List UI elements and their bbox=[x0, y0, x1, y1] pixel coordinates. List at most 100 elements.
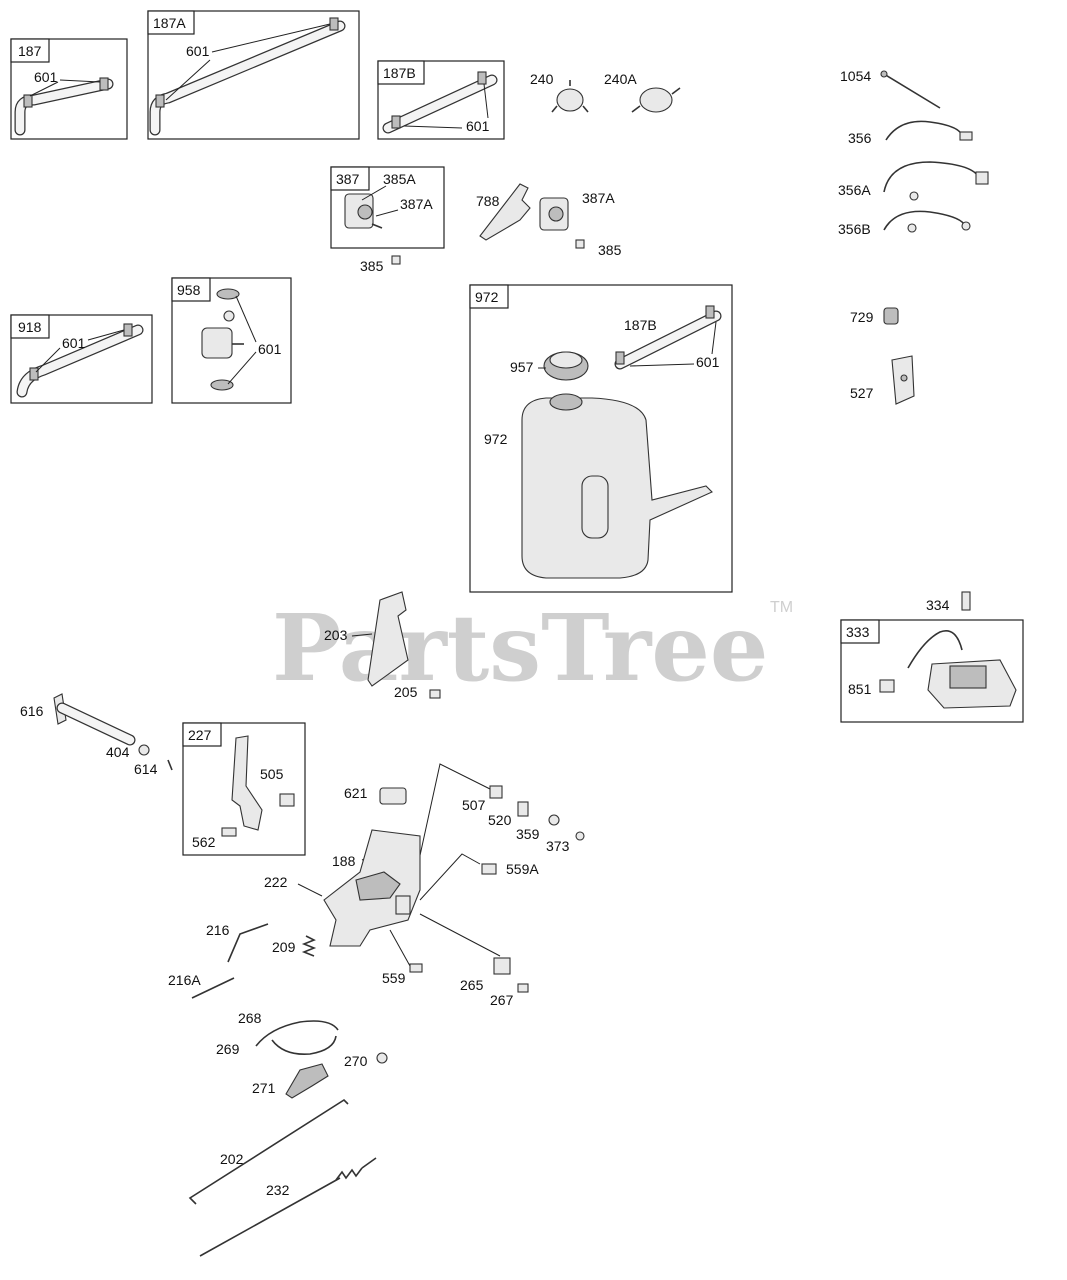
clamp-icon bbox=[210, 379, 234, 391]
screw-385b: 385 bbox=[575, 239, 622, 258]
lever-271: 271 bbox=[252, 1063, 329, 1099]
screw-icon bbox=[961, 591, 971, 611]
bracket-203: 203 bbox=[324, 591, 409, 687]
svg-text:240A: 240A bbox=[604, 71, 637, 87]
washer-404: 404 bbox=[106, 744, 150, 760]
bracket-icon bbox=[517, 801, 529, 817]
screw-icon bbox=[409, 963, 423, 973]
clip-icon bbox=[883, 307, 899, 325]
svg-text:614: 614 bbox=[134, 761, 158, 777]
bracket-icon bbox=[479, 183, 531, 241]
box-187A-tab bbox=[147, 10, 195, 35]
label-387: 387 bbox=[336, 171, 360, 187]
part-507: 507 bbox=[462, 785, 503, 813]
svg-text:216A: 216A bbox=[168, 972, 201, 988]
box-918-tab bbox=[10, 314, 50, 339]
svg-text:616: 616 bbox=[20, 703, 44, 719]
box-958 bbox=[171, 277, 292, 404]
box-958-tab bbox=[171, 277, 211, 302]
fuel-tank-icon bbox=[521, 397, 713, 579]
svg-text:188: 188 bbox=[332, 853, 356, 869]
watermark-text: PartsTree bbox=[272, 594, 768, 702]
nut-icon bbox=[376, 1052, 388, 1064]
shaft-616: 616 bbox=[20, 693, 136, 746]
clamp-icon bbox=[29, 367, 39, 381]
box-187B bbox=[377, 60, 505, 140]
svg-text:216: 216 bbox=[206, 922, 230, 938]
screw-icon bbox=[391, 255, 401, 265]
screw-559: 559 bbox=[382, 929, 423, 986]
part-559A: 559A bbox=[481, 861, 539, 877]
nut-icon bbox=[279, 793, 295, 807]
label-918-601: 601 bbox=[62, 335, 86, 351]
washer-icon bbox=[138, 744, 150, 756]
part-359: 359 bbox=[516, 814, 560, 842]
rod-216: 216 bbox=[206, 922, 269, 963]
clamp-icon bbox=[216, 288, 240, 300]
control-plate-222: 222 bbox=[264, 829, 421, 947]
svg-text:270: 270 bbox=[344, 1053, 368, 1069]
spring-icon bbox=[301, 935, 317, 957]
rod-icon bbox=[191, 977, 235, 999]
group-227: 227 505 562 bbox=[182, 722, 306, 856]
screw-icon bbox=[429, 689, 441, 699]
wire-icon bbox=[883, 161, 979, 193]
svg-text:356B: 356B bbox=[838, 221, 871, 237]
screw-267: 267 bbox=[490, 983, 529, 1008]
washer-icon bbox=[548, 814, 560, 826]
group-187: 187 601 bbox=[10, 38, 128, 140]
svg-text:205: 205 bbox=[394, 684, 418, 700]
box-187B-tab bbox=[377, 60, 425, 85]
label-972-601: 601 bbox=[696, 354, 720, 370]
box-227-tab bbox=[182, 722, 222, 747]
svg-text:222: 222 bbox=[264, 874, 288, 890]
screw-385a: 385 bbox=[360, 255, 401, 274]
box-187A bbox=[147, 10, 360, 140]
label-387-385A: 385A bbox=[383, 171, 416, 187]
rod-216A: 216A bbox=[168, 972, 235, 999]
clamp-icon bbox=[477, 71, 487, 85]
clamp-icon bbox=[391, 115, 401, 129]
label-187-601: 601 bbox=[34, 69, 58, 85]
label-187: 187 bbox=[18, 43, 42, 59]
svg-text:203: 203 bbox=[324, 627, 348, 643]
group-972: 972 187B 601 957 972 bbox=[469, 284, 733, 593]
svg-text:385: 385 bbox=[360, 258, 384, 274]
svg-text:788: 788 bbox=[476, 193, 500, 209]
box-387 bbox=[330, 166, 445, 249]
svg-text:373: 373 bbox=[546, 838, 570, 854]
clamp-icon bbox=[23, 94, 33, 108]
screw-icon bbox=[489, 785, 503, 799]
svg-text:387A: 387A bbox=[582, 190, 615, 206]
group-187B: 187B 601 bbox=[377, 60, 505, 140]
spring-icon bbox=[335, 1167, 363, 1181]
svg-text:356: 356 bbox=[848, 130, 872, 146]
bracket-icon bbox=[367, 591, 409, 687]
wire-356: 356 bbox=[848, 120, 973, 146]
clip-621: 621 bbox=[344, 785, 407, 805]
wire-356B: 356B bbox=[838, 210, 971, 237]
cable-tie-1054: 1054 bbox=[840, 68, 941, 109]
screw-icon bbox=[221, 827, 237, 837]
label-972: 972 bbox=[475, 289, 499, 305]
clip-729: 729 bbox=[850, 307, 899, 325]
svg-text:385: 385 bbox=[598, 242, 622, 258]
screw-icon bbox=[575, 239, 585, 249]
box-972-tab bbox=[469, 284, 509, 309]
label-958: 958 bbox=[177, 282, 201, 298]
rod-icon bbox=[188, 1098, 349, 1205]
svg-text:520: 520 bbox=[488, 812, 512, 828]
rod-232: 232 bbox=[199, 1157, 377, 1257]
pump-387A: 387A bbox=[539, 190, 615, 231]
screw-icon bbox=[481, 863, 497, 875]
label-187B: 187B bbox=[383, 65, 416, 81]
watermark-trademark: TM bbox=[770, 599, 793, 616]
label-187A: 187A bbox=[153, 15, 186, 31]
bracket-527: 527 bbox=[850, 355, 915, 405]
fuel-filter-240: 240 bbox=[530, 71, 589, 113]
terminal-icon bbox=[879, 679, 895, 693]
box-972 bbox=[469, 284, 733, 593]
label-972-957: 957 bbox=[510, 359, 534, 375]
box-187-tab bbox=[10, 38, 50, 63]
label-958-601: 601 bbox=[258, 341, 282, 357]
